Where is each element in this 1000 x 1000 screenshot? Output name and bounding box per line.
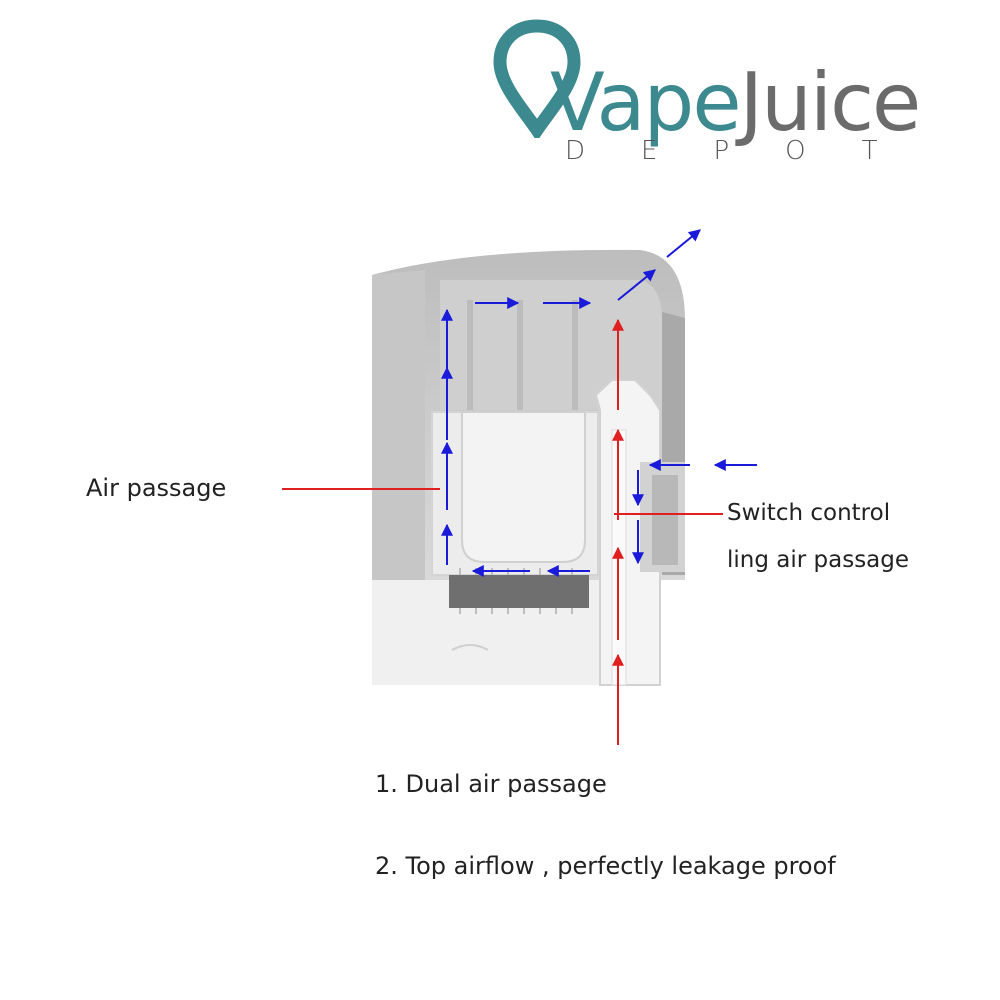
switch-block-inner: [652, 475, 678, 565]
logo-subtitle: DEPOT: [565, 136, 934, 166]
pod-left-wall: [372, 270, 425, 605]
logo-wordmark: VapeJuice: [550, 56, 922, 149]
feature-note-2: 2. Top airflow , perfectly leakage proof: [375, 852, 836, 880]
pod-inner-cavity: [440, 280, 662, 410]
switch-control-label-line2: ling air passage: [727, 547, 910, 573]
brand-logo: VapeJuice DEPOT: [480, 18, 980, 168]
logo-word-vape: Vape: [550, 56, 742, 149]
base-detail: [451, 644, 489, 651]
inner-chamber-cup: [461, 411, 586, 563]
location-pin-icon: [493, 19, 581, 138]
blue-airflow-arrows: [441, 229, 757, 577]
coil-chip: [449, 575, 589, 608]
pod-cavity-ribs: [467, 300, 578, 410]
switch-control-label-line1: Switch control: [727, 500, 891, 526]
air-passage-label: Air passage: [86, 474, 227, 502]
feature-note-1: 1. Dual air passage: [375, 770, 607, 798]
logo-word-juice: Juice: [739, 56, 922, 149]
